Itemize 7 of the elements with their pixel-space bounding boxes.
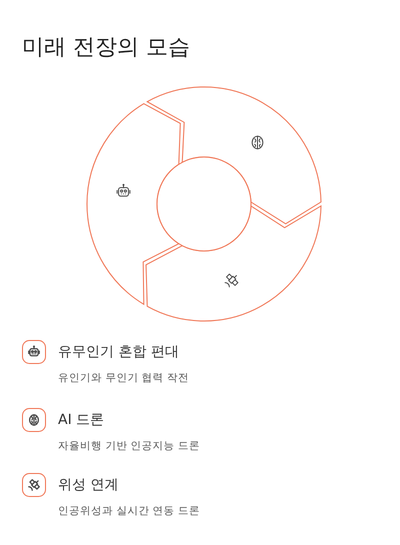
item-description: 인공위성과 실시간 연동 드론 xyxy=(58,504,200,519)
item-description: 유인기와 무인기 협력 작전 xyxy=(58,371,190,386)
item-title: 유무인기 혼합 편대 xyxy=(58,343,179,362)
item-description: 자율비행 기반 인공지능 드론 xyxy=(58,439,200,454)
item-title: AI 드론 xyxy=(58,411,104,430)
item-title: 위성 연계 xyxy=(58,476,118,495)
title: 미래 전장의 모습 xyxy=(22,34,190,62)
